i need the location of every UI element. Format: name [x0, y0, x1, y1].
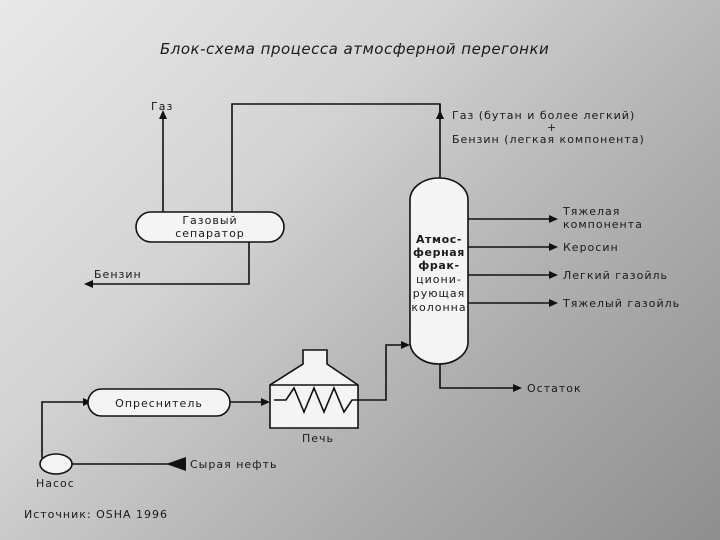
pump-label: Насос	[36, 477, 75, 490]
desalter-vessel	[87, 388, 231, 417]
furnace: Печь	[269, 349, 378, 445]
column-label-5: рующая	[413, 287, 465, 300]
gas-separator-label-2: сепаратор	[175, 227, 245, 240]
diagram-title: Блок-схема процесса атмосферной перегонк…	[160, 40, 549, 58]
column-vessel	[409, 177, 469, 365]
label-kerosene: Керосин	[563, 241, 619, 254]
column-label-2: ферная	[413, 246, 465, 259]
furnace-coil	[274, 385, 378, 415]
fractionating-column: Атмос- ферная фрак- циони- рующая колонн…	[409, 177, 469, 365]
gas-separator-vessel	[135, 211, 285, 243]
arrow-gasoline	[84, 280, 93, 288]
label-top-line2: Бензин (легкая компонента)	[452, 133, 645, 146]
arrow-heavy-component	[549, 215, 558, 223]
pipe-residue	[439, 364, 516, 389]
column-label-4: циони-	[416, 273, 462, 286]
label-crude: Сырая нефть	[190, 458, 277, 471]
arrow-top-output	[436, 110, 444, 119]
arrow-residue	[513, 384, 522, 392]
column-label-1: Атмос-	[416, 233, 462, 246]
stream-labels: Газ Бензин Газ (бутан и более легкий) + …	[94, 100, 680, 471]
pump: Насос	[36, 453, 75, 490]
arrow-into-column	[401, 341, 410, 349]
pipe-furnace-to-column	[378, 344, 402, 401]
label-gas: Газ	[151, 100, 173, 113]
arrow-gas-up	[159, 110, 167, 119]
source-caption: Источник: OSHA 1996	[24, 508, 168, 521]
arrow-crude-inlet	[166, 457, 186, 471]
label-heavy-line1: Тяжелая	[562, 205, 620, 218]
label-heavy-line2: компонента	[563, 218, 643, 231]
arrowheads	[83, 110, 558, 471]
gas-separator: Газовый сепаратор	[135, 211, 285, 243]
arrow-kerosene	[549, 243, 558, 251]
pipe-gasoline	[90, 242, 250, 285]
arrow-into-furnace	[261, 398, 270, 406]
pump-body	[39, 453, 73, 475]
label-gasoline: Бензин	[94, 268, 142, 281]
label-top-line1: Газ (бутан и более легкий)	[452, 109, 635, 122]
label-heavy-gasoil: Тяжелый газойль	[562, 297, 680, 310]
column-label-6: колонна	[411, 301, 466, 314]
furnace-label: Печь	[302, 432, 334, 445]
column-label-3: фрак-	[418, 259, 459, 272]
arrow-heavy-gasoil	[549, 299, 558, 307]
flow-lines	[41, 103, 550, 465]
arrow-light-gasoil	[549, 271, 558, 279]
label-top-plus: +	[547, 121, 557, 134]
pipe-pump-to-desalter	[41, 401, 86, 458]
gas-separator-label-1: Газовый	[182, 214, 237, 227]
desalter-label: Опреснитель	[115, 397, 203, 410]
label-residue: Остаток	[527, 382, 582, 395]
desalter: Опреснитель	[87, 388, 231, 417]
pipe-column-to-separator	[231, 103, 441, 212]
label-light-gasoil: Легкий газойль	[563, 269, 668, 282]
